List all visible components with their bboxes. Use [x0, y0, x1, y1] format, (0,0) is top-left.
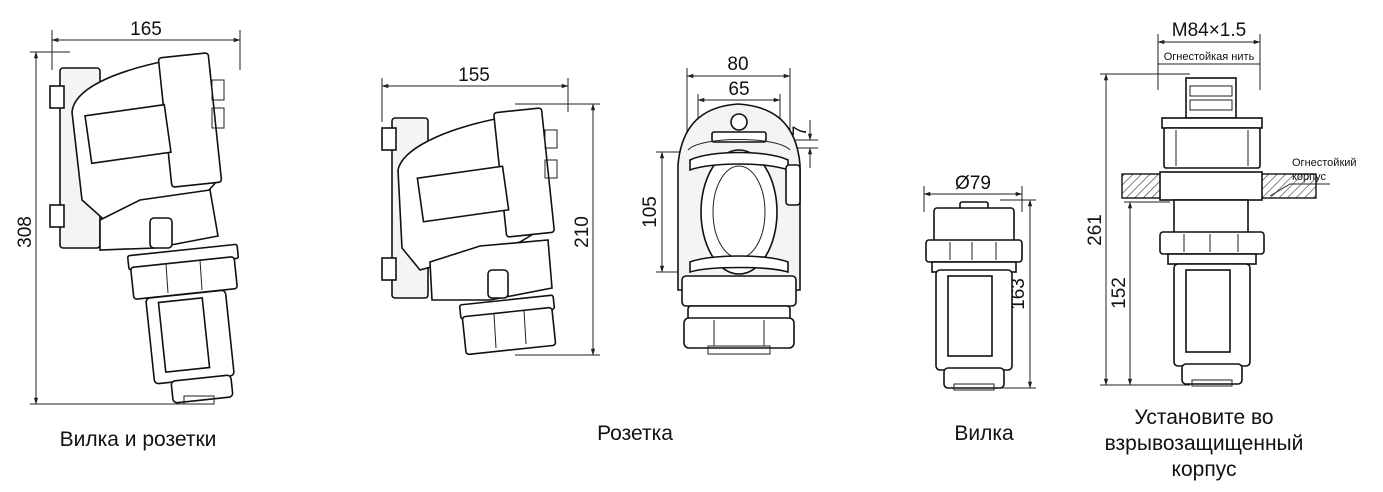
dimension-height-163: 163 — [1000, 199, 1036, 389]
dim-label-308: 308 — [15, 216, 36, 248]
view-plug-and-socket: 165 308 — [15, 19, 241, 451]
dimension-height-152: 152 — [1109, 201, 1170, 386]
caption-install-line2: взрывозащищенный — [1105, 432, 1304, 455]
dim-label-165: 165 — [130, 19, 162, 40]
view-socket-side: 155 210 Розетка — [381, 65, 673, 445]
label-housing-line1: Огнестойкий — [1292, 157, 1357, 169]
plug-and-socket-body — [49, 52, 240, 405]
dimension-thread: M84×1.5 Огнестойкая нить — [1157, 20, 1261, 90]
view-plug: Ø79 163 Вилка — [923, 173, 1036, 445]
dim-label-152: 152 — [1109, 277, 1130, 309]
dim-label-80: 80 — [727, 54, 748, 75]
dim-label-261: 261 — [1085, 214, 1106, 246]
caption-install-line3: корпус — [1172, 458, 1237, 481]
dimension-diameter-79: Ø79 — [923, 173, 1023, 212]
caption-plug-and-socket: Вилка и розетки — [60, 428, 217, 451]
caption-socket: Розетка — [597, 422, 673, 445]
dim-label-thread: M84×1.5 — [1172, 20, 1246, 41]
view-install-in-housing: M84×1.5 Огнестойкая нить 261 152 Огнесто… — [1085, 20, 1357, 481]
plug-body — [925, 201, 1023, 391]
dim-label-163: 163 — [1008, 278, 1029, 310]
dimension-width-165: 165 — [51, 19, 241, 70]
view-socket-front: 80 65 7 105 — [640, 54, 818, 355]
installed-plug-body — [1121, 77, 1317, 387]
dim-label-105: 105 — [640, 196, 661, 228]
caption-install-line1: Установите во — [1134, 406, 1273, 429]
dimension-width-155: 155 — [381, 65, 569, 122]
dim-label-155: 155 — [458, 65, 490, 86]
dim-label-65: 65 — [728, 79, 749, 100]
socket-front-body — [677, 103, 801, 355]
dim-label-210: 210 — [572, 216, 593, 248]
label-fire-thread: Огнестойкая нить — [1164, 51, 1255, 63]
caption-plug: Вилка — [954, 422, 1014, 445]
dim-label-diameter-79: Ø79 — [955, 173, 991, 194]
dimension-height-308: 308 — [15, 51, 200, 405]
dimension-height-210: 210 — [515, 103, 600, 356]
dimension-width-80: 80 — [686, 54, 791, 140]
socket-side-body — [381, 107, 558, 356]
dimension-height-261: 261 — [1085, 73, 1190, 386]
dim-label-7: 7 — [790, 126, 811, 137]
